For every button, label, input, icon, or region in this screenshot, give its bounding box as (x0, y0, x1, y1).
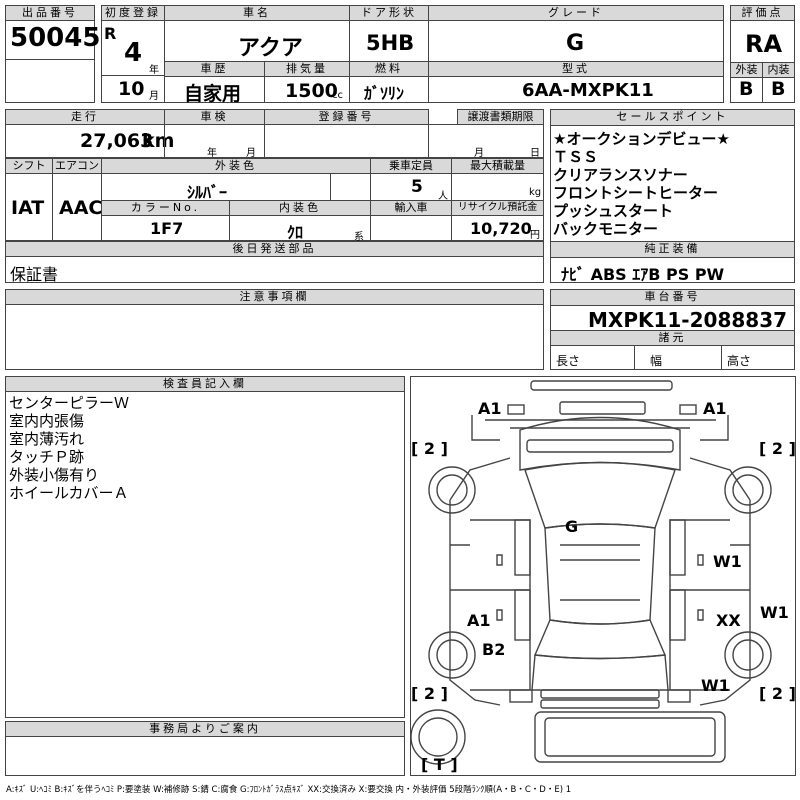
later-parts: 保証書 (10, 265, 59, 284)
ext-color: ｼﾙﾊﾞｰ (187, 183, 228, 202)
score-header: 評価点 (730, 5, 795, 21)
mark-w1-right-door: W1 (713, 552, 742, 571)
exterior-grade: B (739, 78, 754, 100)
mark-w1-right-edge: W1 (760, 603, 789, 622)
tire-front-right: [ 2 ] (759, 439, 796, 458)
int-color-unit: 系 (354, 232, 364, 243)
transfer-day: 日 (530, 148, 540, 159)
spec-length-label: 長さ (556, 354, 581, 368)
transfer-month: 月 (474, 148, 484, 159)
shift: IAT (11, 197, 45, 219)
inspector-note-1: センターピラーＷ (9, 394, 130, 412)
recycle-cell (451, 215, 544, 241)
later-parts-cell (5, 256, 544, 283)
model-cell (428, 76, 724, 103)
spec-width-label: 幅 (650, 354, 663, 368)
load-unit: kg (529, 187, 542, 198)
inspector-cell (5, 391, 405, 718)
genuine-equipment: ﾅﾋﾞ ABS ｴｱB PS PW (561, 265, 725, 284)
sales-point-6: バックモニター (553, 220, 659, 238)
tire-front-left: [ 2 ] (411, 439, 448, 458)
sales-point-4: フロントシートヒーター (553, 184, 719, 202)
transfer-header: 譲渡書類期限 (457, 109, 544, 125)
lot-no-blank (5, 59, 95, 103)
load-header: 最大積載量 (451, 158, 544, 174)
interior-grade: B (771, 78, 786, 100)
color-no: 1F7 (150, 219, 184, 238)
office-cell (5, 736, 405, 776)
grade: G (566, 31, 585, 56)
mark-a1-left-rear: A1 (467, 611, 491, 630)
inspector-note-5: 外装小傷有り (9, 466, 100, 484)
genuine-cell (550, 257, 795, 283)
sales-point-5: プッシュスタート (553, 202, 674, 220)
interior-cell (762, 77, 795, 103)
condition-diagram-frame (410, 376, 796, 776)
month-unit: 月 (149, 91, 159, 102)
spec-height-cell (721, 345, 795, 370)
tire-rear-right: [ 2 ] (759, 684, 796, 703)
mileage-header: 走行 (5, 109, 165, 125)
model: 6AA-MXPK11 (522, 80, 654, 101)
import-header: 輸入車 (370, 200, 452, 216)
inspector-note-3: 室内薄汚れ (9, 430, 85, 448)
transfer-cell (428, 124, 544, 158)
sales-point-1: ★オークションデビュー★ (553, 130, 730, 148)
history: 自家用 (184, 83, 242, 105)
mark-g-windshield: G (565, 517, 579, 536)
sales-points-header: セールスポイント (550, 109, 795, 126)
legend: A:ｷｽﾞ U:ﾍｺﾐ B:ｷｽﾞを伴うﾍｺﾐ P:要塗装 W:補修跡 S:錆 … (6, 785, 572, 795)
recycle: 10,720 (470, 219, 532, 238)
inspection-year-unit: 年 (207, 148, 217, 159)
mileage-unit: km (142, 130, 175, 152)
reg-month: 10 (118, 78, 145, 100)
spec-height-label: 高さ (727, 354, 752, 368)
exterior-header: 外装 (730, 62, 763, 78)
mileage: 27,063 (80, 130, 154, 152)
sales-point-2: ＴＳＳ (553, 148, 599, 166)
car-name-header: 車名 (164, 5, 350, 21)
recycle-unit: 円 (530, 230, 540, 241)
inspector-note-6: ホイールカバーＡ (9, 484, 129, 502)
mark-w1-rear-right: W1 (701, 676, 730, 695)
mark-b2-left-rear: B2 (482, 640, 506, 659)
era: R (104, 24, 117, 43)
inspector-note-4: タッチＰ跡 (9, 448, 85, 466)
chassis-number: MXPK11-2088837 (588, 308, 788, 332)
mark-a1-front-left: A1 (478, 399, 502, 418)
year-unit: 年 (149, 65, 159, 76)
reg-year: 4 (124, 38, 143, 68)
fuel-header: 燃料 (349, 61, 429, 77)
notes-cell (5, 304, 544, 370)
tire-rear-left: [ 2 ] (411, 684, 448, 703)
displacement: 1500 (285, 80, 338, 102)
capacity-unit: 人 (438, 191, 448, 202)
reg-no-header: 登録番号 (264, 109, 429, 125)
score: RA (745, 30, 783, 58)
mark-xx-right-rear: XX (716, 611, 741, 630)
inspection-month-unit: 月 (246, 148, 256, 159)
displacement-unit: cc (332, 90, 343, 101)
sales-point-3: クリアランスソナー (553, 166, 688, 184)
ac: AAC (59, 197, 103, 219)
spare-tire: [ T ] (421, 755, 458, 774)
car-name: アクア (238, 36, 303, 61)
door: 5HB (366, 31, 415, 55)
shift-header: シフト (5, 158, 53, 174)
mark-a1-front-right: A1 (703, 399, 727, 418)
fuel: ｶﾞｿﾘﾝ (364, 84, 405, 103)
inspector-note-2: 室内内張傷 (9, 412, 85, 430)
lot-no: 50045 (10, 23, 101, 53)
capacity: 5 (411, 177, 423, 197)
int-color: ｸﾛ (287, 223, 304, 242)
